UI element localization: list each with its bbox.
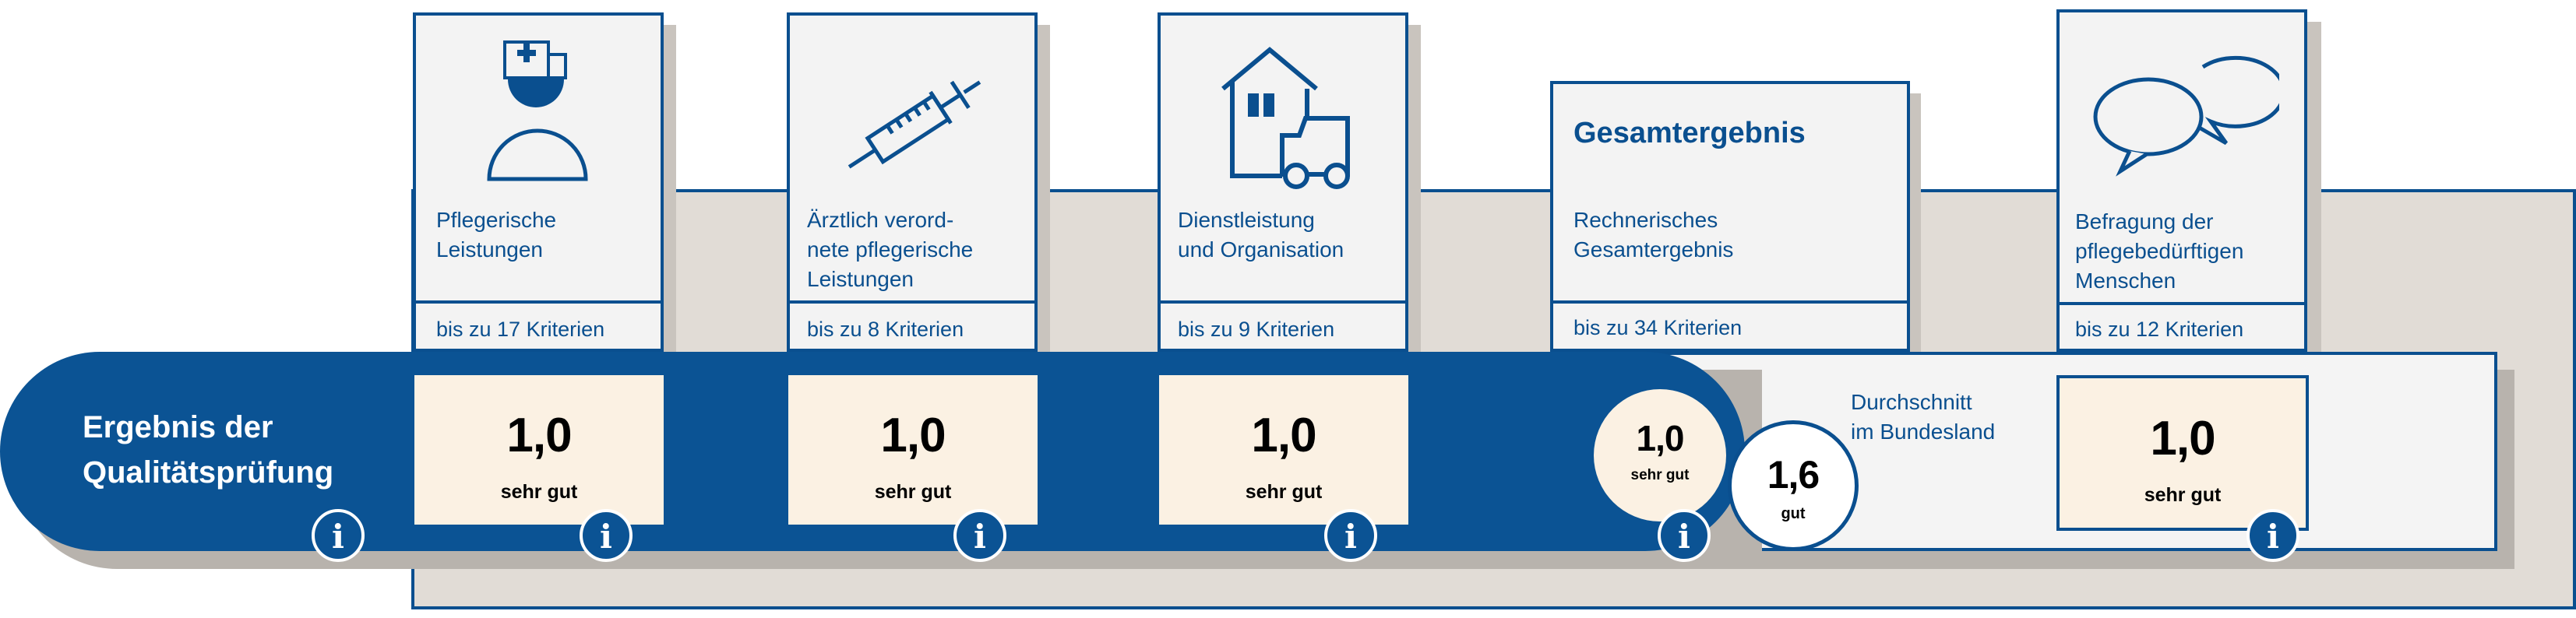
card-divider (1161, 300, 1405, 304)
grade-value: 1,0 (1251, 409, 1316, 462)
nurse-icon (487, 40, 588, 181)
result-box: 1,0 sehr gut (414, 375, 664, 525)
info-icon[interactable]: i (1658, 509, 1711, 562)
card-divider (416, 300, 661, 304)
grade-text: gut (1781, 505, 1806, 522)
card-divider (1553, 300, 1907, 304)
info-icon[interactable]: i (312, 509, 365, 562)
house-car-icon (1221, 47, 1350, 189)
card-divider (790, 300, 1034, 304)
grade-value: 1,6 (1767, 453, 1820, 497)
grade-text: sehr gut (1630, 467, 1690, 483)
survey-result-box: 1,0 sehr gut (2056, 375, 2309, 531)
grade-value: 1,0 (2150, 412, 2215, 465)
grade-text: sehr gut (500, 481, 578, 503)
syringe-icon (848, 80, 981, 169)
card-heading: Gesamtergebnis (1573, 117, 1806, 149)
info-icon[interactable]: i (1324, 509, 1377, 562)
criteria-count: bis zu 8 Kriterien (807, 318, 964, 341)
speech-bubbles-icon (2093, 55, 2279, 177)
info-icon[interactable]: i (953, 509, 1006, 562)
info-icon[interactable]: i (2247, 509, 2299, 562)
result-box: 1,0 sehr gut (1159, 375, 1408, 525)
criteria-count: bis zu 34 Kriterien (1573, 316, 1743, 339)
grade-value: 1,0 (1636, 418, 1685, 458)
state-average-circle: 1,6 gut (1728, 420, 1859, 551)
grade-text: sehr gut (2144, 484, 2222, 506)
info-icon[interactable]: i (580, 509, 633, 562)
criteria-count: bis zu 9 Kriterien (1178, 318, 1335, 341)
overall-result-circle: 1,0 sehr gut (1594, 389, 1726, 521)
grade-value: 1,0 (880, 409, 946, 462)
criteria-count: bis zu 12 Kriterien (2075, 318, 2244, 341)
card-divider (2060, 302, 2304, 305)
result-box: 1,0 sehr gut (788, 375, 1038, 525)
grade-text: sehr gut (1245, 481, 1323, 503)
grade-value: 1,0 (506, 409, 572, 462)
grade-text: sehr gut (874, 481, 952, 503)
criteria-count: bis zu 17 Kriterien (436, 318, 605, 341)
